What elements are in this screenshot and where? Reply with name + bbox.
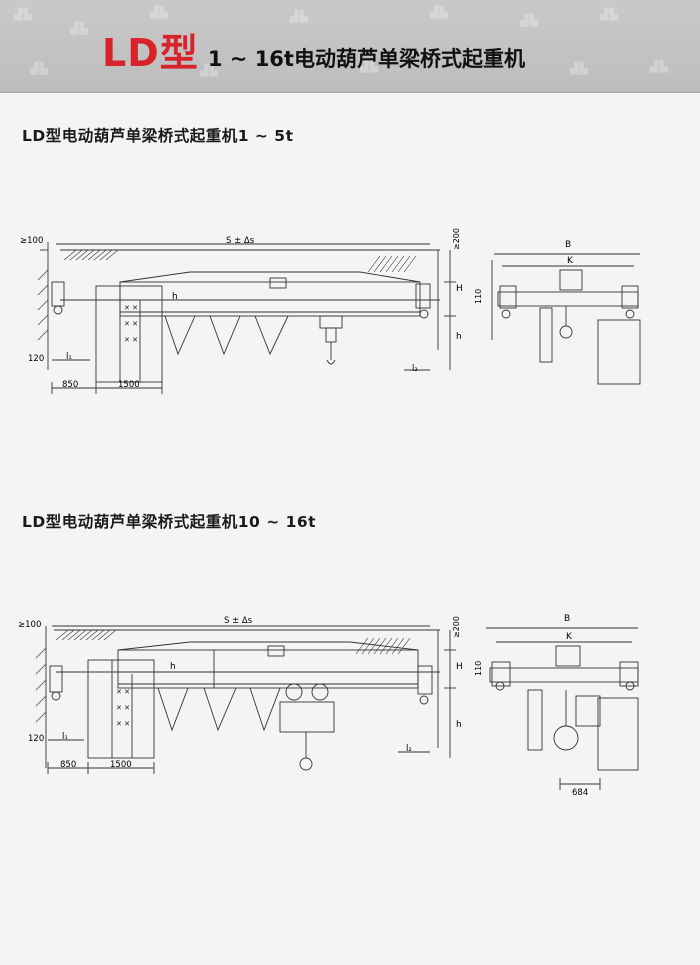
svg-text:✕ ✕: ✕ ✕ <box>124 320 138 328</box>
label-120: 120 <box>28 354 45 364</box>
svg-text:✕ ✕: ✕ ✕ <box>116 688 130 696</box>
label-h-lower: h <box>456 332 462 342</box>
label-B: B <box>565 240 572 250</box>
label-l1: l₁ <box>62 732 68 742</box>
drawing-10-16t: ✕ ✕ ✕ ✕ ✕ ✕ <box>0 608 700 818</box>
label-span: S ± Δs <box>224 616 253 626</box>
label-B: B <box>564 614 571 624</box>
svg-text:✕ ✕: ✕ ✕ <box>124 336 138 344</box>
label-684: 684 <box>572 788 589 798</box>
svg-text:✕ ✕: ✕ ✕ <box>124 304 138 312</box>
watermark-pattern: ▟▙▟▙ ▟▙▟▙ ▟▙▟▙ ▟▙▟▙ ▟▙▟▙ ▟▙▟▙ <box>14 6 669 77</box>
title-description: 1 ~ 16t电动葫芦单梁桥式起重机 <box>207 47 525 71</box>
label-ge100: ≥100 <box>20 236 44 246</box>
label-ge100: ≥100 <box>18 620 42 630</box>
label-ge200: ≥200 <box>452 228 461 250</box>
label-H: H <box>456 662 463 672</box>
label-H: H <box>456 284 463 294</box>
section-title-10-16t: LD型电动葫芦单梁桥式起重机10 ~ 16t <box>22 513 317 531</box>
label-120: 120 <box>28 734 45 744</box>
label-850: 850 <box>60 760 77 770</box>
page-title: LD型 1 ~ 16t电动葫芦单梁桥式起重机 <box>102 22 525 77</box>
title-model: LD型 <box>102 31 199 75</box>
label-l2: l₂ <box>406 744 412 754</box>
label-850: 850 <box>62 380 79 390</box>
label-1500: 1500 <box>110 760 132 770</box>
label-l2: l₂ <box>412 364 418 374</box>
label-1500: 1500 <box>118 380 140 390</box>
label-span: S ± Δs <box>226 236 255 246</box>
label-110: 110 <box>474 660 483 676</box>
label-h-lower: h <box>456 720 462 730</box>
page-header: ▟▙▟▙ ▟▙▟▙ ▟▙▟▙ ▟▙▟▙ ▟▙▟▙ ▟▙▟▙ LD型 1 ~ 16… <box>0 0 700 93</box>
label-h: h <box>172 292 178 302</box>
label-110: 110 <box>474 288 483 304</box>
svg-text:✕ ✕: ✕ ✕ <box>116 704 130 712</box>
svg-text:✕ ✕: ✕ ✕ <box>116 720 130 728</box>
section-title-1-5t: LD型电动葫芦单梁桥式起重机1 ~ 5t <box>22 127 294 145</box>
label-ge200: ≥200 <box>452 616 461 638</box>
drawing-1-5t: ✕ ✕✕ ✕✕ ✕ S ± Δ <box>0 220 700 420</box>
label-h: h <box>170 662 176 672</box>
label-l1: l₁ <box>66 352 72 362</box>
label-K: K <box>567 256 573 266</box>
label-K: K <box>566 632 572 642</box>
